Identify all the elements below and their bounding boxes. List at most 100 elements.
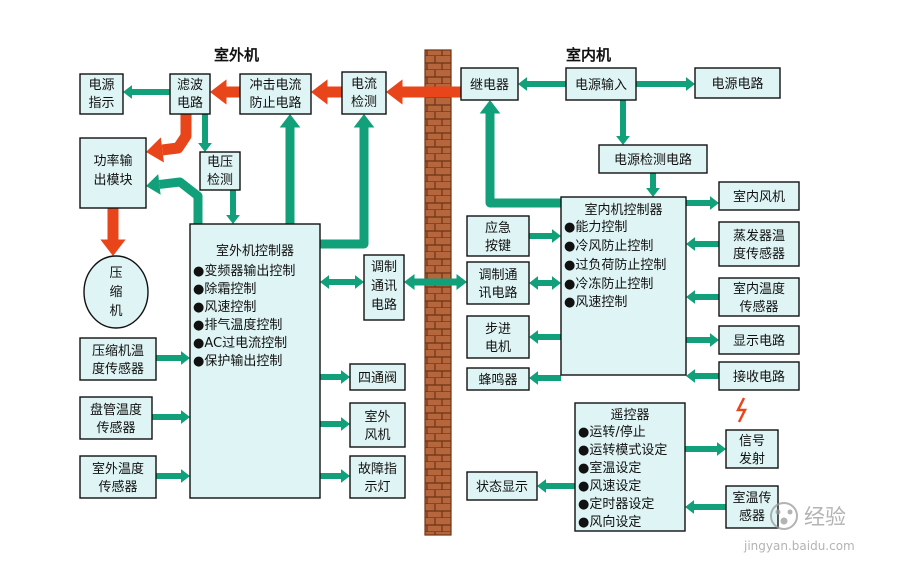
- svg-text:●风速控制: ●风速控制: [193, 300, 256, 315]
- svg-text:电源电路: 电源电路: [711, 76, 763, 92]
- svg-text:信号: 信号: [739, 434, 765, 449]
- svg-text:应急: 应急: [485, 220, 511, 236]
- svg-text:防止电路: 防止电路: [249, 95, 301, 111]
- arrow-evaporator-to-controller: [686, 237, 719, 251]
- svg-text:室内风机: 室内风机: [733, 189, 785, 205]
- svg-text:检测: 检测: [351, 95, 377, 110]
- fault-indicator-box: 故障指 示灯: [349, 455, 406, 499]
- svg-text:传感器: 传感器: [98, 479, 137, 495]
- filter-circuit-box: 滤波 电路: [169, 73, 211, 115]
- arrow-power-input-to-detect: [616, 100, 630, 145]
- arrow-emergency-to-controller: [529, 229, 561, 243]
- arrow-comp-sensor-to-controller: [156, 351, 190, 365]
- arrow-controller-comm-outdoor: [320, 275, 364, 289]
- power-output-module-box: 功率输 出模块: [79, 137, 147, 209]
- arrow-indoor-controller-to-fan: [686, 196, 719, 210]
- svg-text:电压: 电压: [207, 155, 233, 170]
- connection-arrows: [100, 77, 726, 514]
- svg-text:调制: 调制: [371, 260, 397, 275]
- outdoor-controller-box: 室外机控制器 ●变频器输出控制 ●除霜控制 ●风速控制 ●排气温度控制 ●AC过…: [189, 223, 321, 499]
- power-circuit-box: 电源电路: [694, 67, 781, 99]
- power-indicator-box: 电源 指示: [79, 73, 124, 115]
- arrow-red-module-to-compressor: [100, 208, 126, 256]
- compressor-circle: 压 缩 机: [83, 255, 149, 329]
- arrow-controller-to-module: [146, 174, 203, 224]
- arrow-controller-to-fault: [320, 469, 350, 483]
- svg-text:电路: 电路: [177, 95, 203, 111]
- svg-text:电源: 电源: [88, 78, 114, 93]
- svg-text:室温传: 室温传: [732, 490, 771, 506]
- arrow-power-input-to-relay: [518, 77, 566, 91]
- arrow-controller-to-display: [686, 333, 719, 347]
- svg-text:讯电路: 讯电路: [478, 285, 517, 301]
- svg-text:出模块: 出模块: [93, 173, 132, 188]
- svg-text:缩: 缩: [109, 284, 122, 300]
- wall: [424, 49, 452, 536]
- arrow-filter-to-voltage: [198, 114, 212, 152]
- svg-text:jingyan.baidu.com: jingyan.baidu.com: [743, 539, 855, 553]
- svg-text:●定时器设定: ●定时器设定: [578, 497, 654, 512]
- outdoor-temp-sensor-box: 室外温度 传感器: [79, 455, 157, 499]
- receive-circuit-box: 接收电路: [718, 361, 800, 391]
- arrow-outdoor-sensor-to-controller: [156, 469, 190, 483]
- svg-text:电源输入: 电源输入: [575, 77, 627, 93]
- svg-text:四通阀: 四通阀: [358, 371, 397, 386]
- current-detect-box: 电流 检测: [341, 71, 387, 115]
- power-input-box: 电源输入: [565, 67, 637, 101]
- svg-text:电源检测电路: 电源检测电路: [614, 152, 692, 168]
- svg-text:电路: 电路: [371, 297, 397, 313]
- arrow-coil-sensor-to-controller: [152, 410, 190, 424]
- svg-text:发射: 发射: [739, 451, 765, 467]
- arrow-red-current-to-surge: [311, 79, 342, 105]
- svg-text:蒸发器温: 蒸发器温: [733, 228, 785, 244]
- arrow-red-surge-to-filter: [210, 79, 240, 105]
- arrow-controller-to-relay: [479, 100, 561, 208]
- buzzer-box: 蜂鸣器: [466, 367, 530, 391]
- svg-text:●室温设定: ●室温设定: [578, 460, 641, 476]
- outdoor-unit-header: 室外机: [214, 46, 259, 64]
- arrow-power-input-to-power-circuit: [636, 77, 695, 91]
- signal-emit-box: 信号 发射: [725, 429, 779, 469]
- svg-text:按键: 按键: [485, 239, 511, 254]
- svg-text:盘管温度: 盘管温度: [90, 402, 142, 418]
- arrow-red-filter-to-module: [146, 114, 192, 163]
- svg-text:●风速控制: ●风速控制: [564, 295, 627, 310]
- arrow-indoor-sensor-to-controller: [686, 290, 719, 304]
- arrow-indoor-comm-to-controller: [529, 276, 561, 290]
- svg-text:压缩机温: 压缩机温: [92, 343, 144, 359]
- svg-text:●冷冻防止控制: ●冷冻防止控制: [564, 276, 653, 292]
- indoor-fan-box: 室内风机: [718, 181, 800, 211]
- svg-text:调制通: 调制通: [478, 268, 517, 283]
- svg-text:●保护输出控制: ●保护输出控制: [193, 353, 282, 369]
- svg-text:●运转模式设定: ●运转模式设定: [578, 443, 667, 458]
- arrow-comm-across-wall: [404, 273, 467, 291]
- coil-temp-sensor-box: 盘管温度 传感器: [79, 396, 153, 440]
- svg-text:室内温度: 室内温度: [733, 281, 785, 297]
- svg-text:检测: 检测: [207, 173, 233, 188]
- svg-text:●变频器输出控制: ●变频器输出控制: [193, 263, 295, 279]
- room-temp-sensor-box: 室温传 感器: [725, 485, 779, 529]
- svg-text:步进: 步进: [485, 322, 511, 337]
- arrow-controller-to-outdoor-fan: [320, 417, 350, 431]
- svg-text:功率输: 功率输: [93, 153, 132, 169]
- compressor-temp-sensor-box: 压缩机温 度传感器: [79, 337, 157, 381]
- svg-text:机: 机: [109, 304, 122, 319]
- arrow-controller-to-buzzer: [529, 371, 561, 385]
- watermark: 经验 jingyan.baidu.com: [743, 502, 855, 553]
- arrow-controller-to-four-way: [320, 370, 350, 384]
- svg-text:室内机控制器: 室内机控制器: [584, 202, 662, 218]
- svg-text:冲击电流: 冲击电流: [249, 78, 301, 93]
- svg-text:●过负荷防止控制: ●过负荷防止控制: [564, 257, 666, 273]
- arrow-room-temp-to-remote: [685, 500, 726, 514]
- svg-text:●冷风防止控制: ●冷风防止控制: [564, 238, 653, 254]
- svg-text:接收电路: 接收电路: [733, 369, 785, 385]
- arrow-controller-to-surge: [279, 114, 301, 224]
- indoor-temp-sensor-box: 室内温度 传感器: [718, 277, 800, 317]
- svg-text:度传感器: 度传感器: [733, 246, 785, 262]
- svg-text:继电器: 继电器: [470, 78, 509, 93]
- paw-logo-icon: [770, 502, 798, 530]
- svg-text:度传感器: 度传感器: [92, 361, 144, 377]
- svg-text:电流: 电流: [351, 77, 377, 92]
- svg-text:●除霜控制: ●除霜控制: [193, 282, 256, 297]
- arrow-red-relay-to-current: [386, 79, 462, 105]
